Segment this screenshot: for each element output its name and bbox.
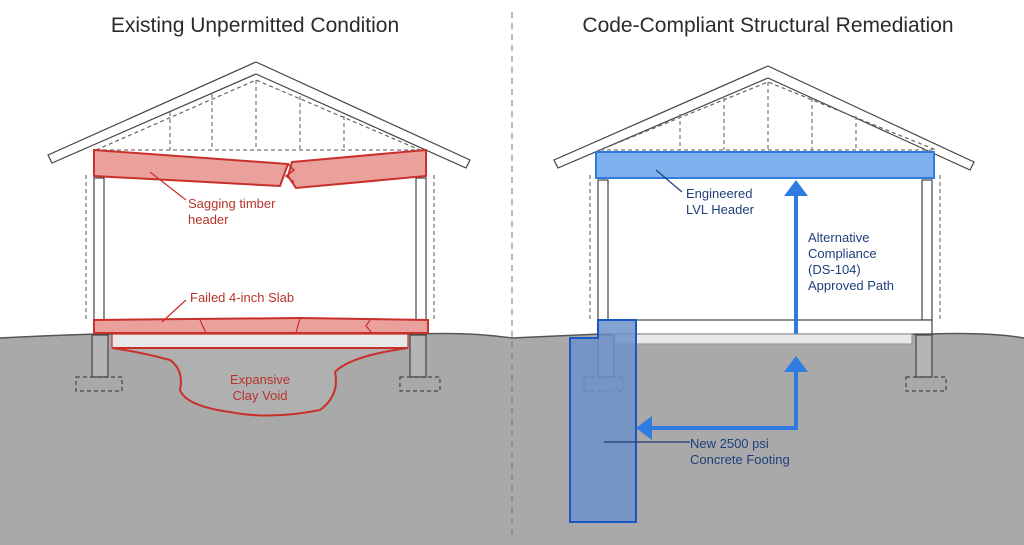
lvl-header-label-line2: LVL Header (686, 202, 755, 217)
right-wall-right (921, 179, 933, 321)
ground-line (0, 332, 1024, 339)
left-wall-right (415, 177, 427, 321)
header-leader (149, 171, 187, 201)
sagging-header (93, 148, 427, 190)
failed-slab (93, 316, 429, 349)
approved-path-label-line2: Compliance (808, 246, 877, 261)
clay-void-label-line1: Expansive (230, 372, 290, 387)
slab-leader (161, 299, 187, 323)
approved-path-label-line4: Approved Path (808, 278, 894, 293)
left-roof (47, 61, 471, 169)
lvl-header-label-line1: Engineered (686, 186, 753, 201)
right-roof (553, 65, 975, 171)
failed-slab-label: Failed 4-inch Slab (190, 290, 294, 305)
left-footing-left (91, 334, 109, 378)
sagging-header-label-line1: Sagging timber (188, 196, 276, 211)
right-slab (597, 319, 933, 335)
left-wall-left (93, 177, 105, 321)
load-arrow-head-up (784, 180, 808, 196)
left-attic (95, 79, 421, 151)
left-footing-right (409, 334, 427, 378)
approved-path-label-line1: Alternative (808, 230, 869, 245)
load-path-arrows (652, 196, 798, 430)
left-house (47, 61, 471, 392)
sagging-header-label-line2: header (188, 212, 229, 227)
approved-path-label-line3: (DS-104) (808, 262, 861, 277)
lvl-leader (655, 169, 683, 193)
clay-void-label-line2: Clay Void (233, 388, 288, 403)
lvl-header (595, 151, 935, 179)
footing-label-line2: Concrete Footing (690, 452, 790, 467)
right-wall-left (597, 179, 609, 321)
left-panel-title: Existing Unpermitted Condition (111, 14, 399, 37)
right-panel-title: Code-Compliant Structural Remediation (582, 14, 953, 37)
load-arrow-head-left (636, 416, 652, 440)
load-arrow-head-up-lower (784, 356, 808, 372)
footing-label-line1: New 2500 psi (690, 436, 769, 451)
right-footing-right (915, 334, 933, 378)
new-concrete-footing (569, 319, 637, 523)
clay-void (111, 347, 409, 417)
